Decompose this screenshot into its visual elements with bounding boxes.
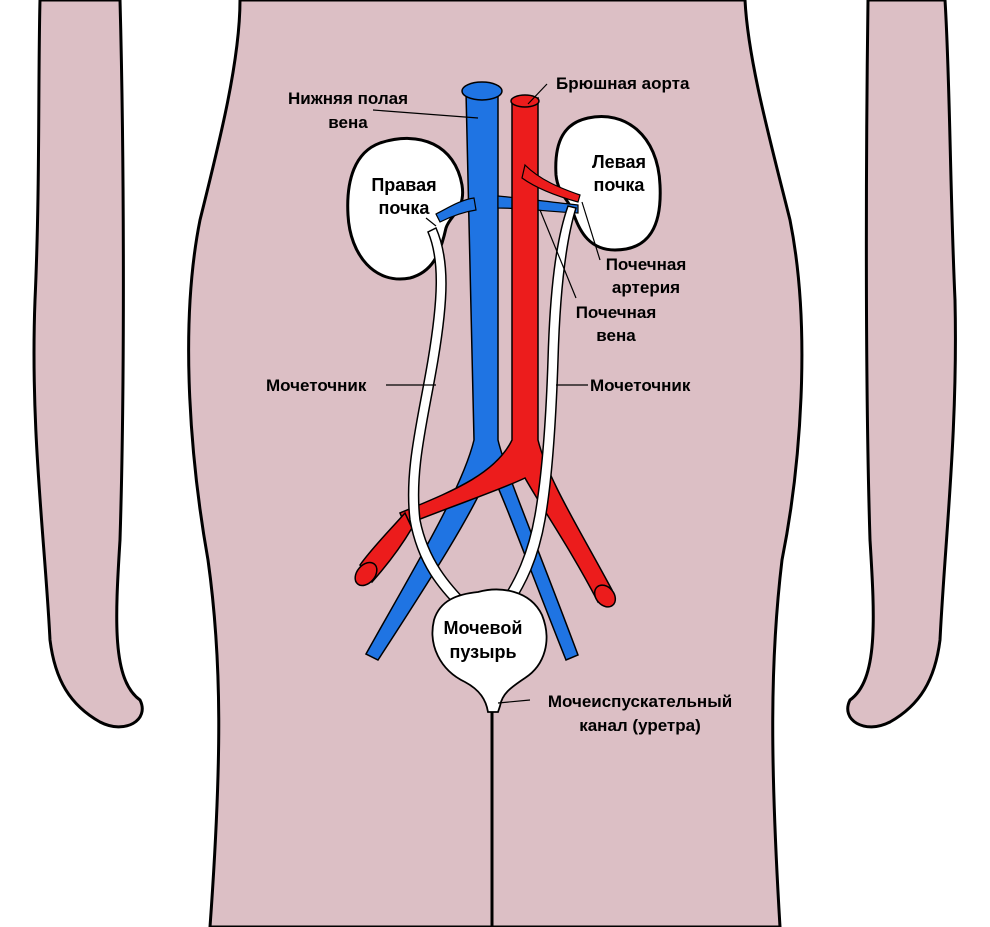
urethra-label-line1: Мочеиспускательный: [548, 692, 732, 711]
aorta-label: Брюшная аорта: [556, 74, 690, 93]
ivc-label-line2: вена: [328, 113, 368, 132]
left-kidney: [554, 115, 662, 252]
labels: Нижняя полая вена Брюшная аорта Правая п…: [266, 74, 732, 735]
ureter-left-label: Мочеточник: [266, 376, 367, 395]
ureter-right-label: Мочеточник: [590, 376, 691, 395]
bladder: [431, 588, 548, 713]
urethra-label-line2: канал (уретра): [579, 716, 701, 735]
right-kidney-label-line1: Правая: [371, 175, 436, 195]
right-kidney-label-line2: почка: [379, 198, 431, 218]
left-kidney-label-line1: Левая: [592, 152, 646, 172]
bladder-label-line2: пузырь: [449, 642, 516, 662]
left-arm: [32, 0, 144, 729]
abdominal-aorta: [354, 94, 617, 608]
ivc-label-line1: Нижняя полая: [288, 89, 408, 108]
renal-artery-label-line1: Почечная: [606, 255, 687, 274]
right-arm: [846, 0, 957, 729]
renal-vein-label-line2: вена: [596, 326, 636, 345]
leader-lines: [372, 83, 601, 704]
bladder-label-line1: Мочевой: [444, 618, 523, 638]
renal-artery-label-line2: артерия: [612, 278, 680, 297]
renal-vein-label-line1: Почечная: [576, 303, 657, 322]
left-kidney-label-line2: почка: [594, 175, 646, 195]
